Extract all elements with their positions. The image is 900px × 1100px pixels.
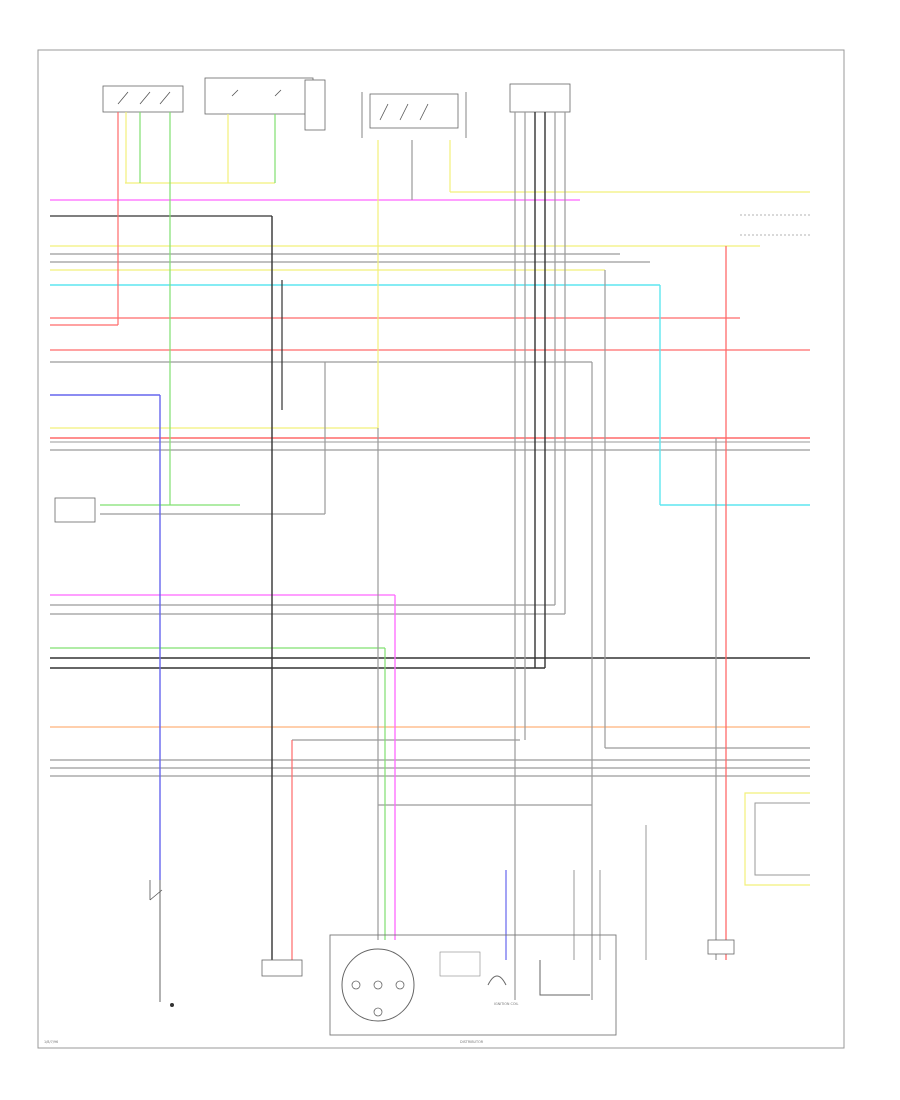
diagram-frame: [37, 49, 845, 1049]
ignition-switch-component: [102, 85, 184, 113]
lateral-connector-component: [304, 79, 326, 131]
ecm-relay-component: [361, 92, 467, 138]
wire-verticals: [50, 112, 810, 1002]
distributor-label: DISTRIBUTOR: [460, 1040, 484, 1044]
footer-code: 1/8/7/96: [44, 1040, 58, 1044]
distributor-assembly: DISTRIBUTOR IGNITION COIL: [329, 934, 617, 1044]
ignition-coil-label: IGNITION COIL: [494, 1002, 519, 1006]
misc-connector-left: [54, 497, 96, 523]
wire-bus: [50, 182, 810, 806]
ground-symbol-left: [149, 880, 174, 1007]
engine-harness-connector-component: [509, 83, 571, 113]
fuse-relay-box-component: [204, 77, 314, 115]
tcm-connector-right: [707, 939, 735, 955]
sensor-connector-left: [261, 959, 303, 977]
